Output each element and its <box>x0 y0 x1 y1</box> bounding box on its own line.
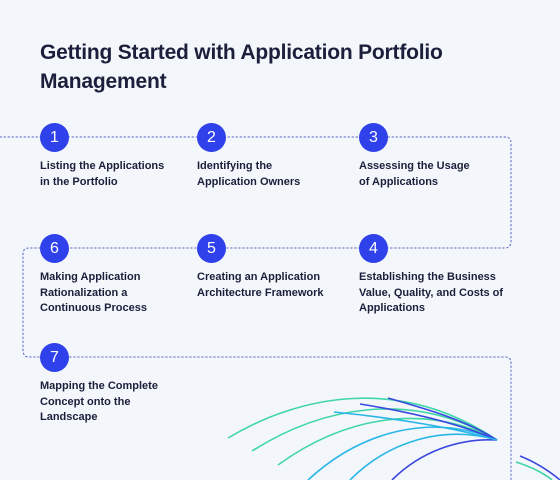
step-number-badge: 5 <box>197 234 226 263</box>
step-7: 7 Mapping the Complete Concept onto the … <box>40 343 190 426</box>
decorative-waves <box>227 397 560 480</box>
step-2: 2 Identifying the Application Owners <box>197 123 347 190</box>
flow-path <box>0 136 512 480</box>
step-6: 6 Making Application Rationalization a C… <box>40 234 190 317</box>
step-number-badge: 4 <box>359 234 388 263</box>
step-number-badge: 2 <box>197 123 226 152</box>
step-label: Mapping the Complete Concept onto the La… <box>40 380 158 423</box>
step-5: 5 Creating an Application Architecture F… <box>197 234 347 301</box>
step-label: Listing the Applications in the Portfoli… <box>40 160 165 188</box>
step-3: 3 Assessing the Usage of Applications <box>359 123 509 190</box>
page-title: Getting Started with Application Portfol… <box>40 41 443 93</box>
step-number-badge: 6 <box>40 234 69 263</box>
step-number-badge: 7 <box>40 343 69 372</box>
step-number-badge: 1 <box>40 123 69 152</box>
step-label: Assessing the Usage of Applications <box>359 160 470 188</box>
step-number-badge: 3 <box>359 123 388 152</box>
step-label: Identifying the Application Owners <box>197 160 301 188</box>
step-4: 4 Establishing the Business Value, Quali… <box>359 234 509 317</box>
step-1: 1 Listing the Applications in the Portfo… <box>40 123 190 190</box>
step-label: Establishing the Business Value, Quality… <box>359 271 504 314</box>
step-label: Creating an Application Architecture Fra… <box>197 271 324 299</box>
step-label: Making Application Rationalization a Con… <box>40 271 147 314</box>
